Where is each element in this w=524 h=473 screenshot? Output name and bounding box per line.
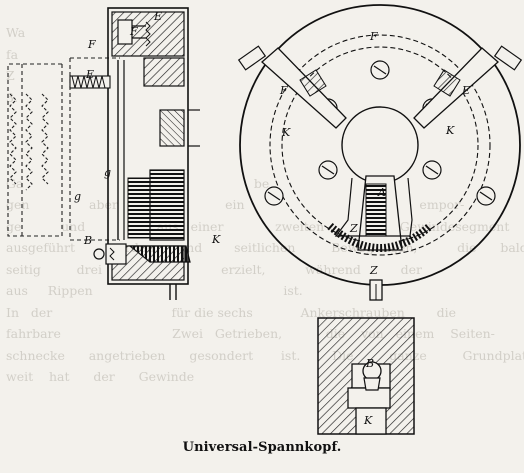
label-front-e: E (461, 84, 470, 97)
label-side-e2: E (85, 68, 94, 81)
label-side-f1: F (129, 25, 138, 38)
label-side-f2: F (87, 38, 96, 51)
label-front-a: A (377, 186, 386, 199)
label-side-g2: g (104, 166, 111, 179)
spindle-thread (9, 93, 17, 185)
side-section-view: F E F E g g K B (7, 7, 221, 300)
label-side-b: B (83, 234, 92, 247)
label-front-f1: F (369, 30, 378, 43)
label-side-g1: g (74, 190, 81, 203)
label-front-k2: K (445, 124, 455, 137)
label-detail-k: K (363, 414, 373, 427)
label-front-z2: Z (369, 264, 378, 277)
label-side-k: K (211, 233, 221, 246)
label-front-z1: Z (349, 222, 358, 235)
label-side-e1: E (153, 10, 162, 23)
label-front-k1: K (281, 126, 291, 139)
figure-caption: Universal-Spannkopf. (182, 440, 342, 455)
label-detail-b: B (365, 357, 374, 370)
label-front-f2: F (279, 84, 288, 97)
front-view: F F E K K A Z Z (237, 4, 523, 301)
detail-view: B K (317, 317, 415, 435)
